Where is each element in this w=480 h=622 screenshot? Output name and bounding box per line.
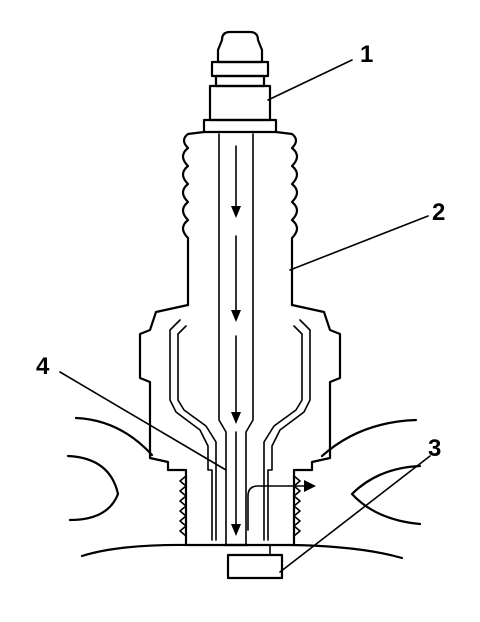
- head-left-lower-contour: [80, 543, 192, 558]
- metal-shell: [138, 303, 342, 547]
- leader-1: [267, 59, 353, 101]
- head-right-lower-contour: [288, 543, 404, 560]
- electrode-left-wall: [218, 133, 227, 546]
- head-left-port: [66, 454, 120, 522]
- thread-left: [179, 475, 187, 537]
- heat-transfer-arrow: [247, 480, 316, 531]
- callout-3: 3: [428, 435, 441, 462]
- arrow-down-icon: [231, 412, 241, 424]
- thread-right: [293, 475, 301, 537]
- callout-4: 4: [36, 353, 50, 380]
- center-electrode: [218, 133, 254, 547]
- terminal-base: [208, 84, 272, 122]
- arrow-down-icon: [231, 524, 241, 536]
- arrow-down-icon: [231, 310, 241, 322]
- callout-2: 2: [432, 199, 445, 226]
- arrow-down-icon: [231, 206, 241, 218]
- electrode-right-wall: [245, 133, 254, 546]
- callout-1: 1: [360, 41, 373, 68]
- shell-left-outline: [138, 303, 190, 547]
- shell-right-outline: [290, 303, 342, 547]
- terminal-ring-2: [214, 74, 266, 88]
- shell-right-inner-2: [263, 325, 303, 541]
- insulator-right-ribs: [274, 130, 299, 307]
- terminal-collar: [202, 118, 278, 134]
- shell-left-inner: [169, 319, 213, 541]
- ground-electrode: [226, 544, 284, 580]
- terminal-cap: [216, 30, 264, 64]
- terminal-ring-1: [210, 60, 270, 78]
- heat-path: [247, 485, 307, 531]
- shell-left-inner-2: [177, 325, 217, 541]
- cylinder-head: [66, 416, 422, 560]
- head-left-upper-contour: [74, 416, 154, 457]
- arrow-right-icon: [304, 480, 316, 492]
- leader-3: [279, 455, 431, 573]
- leader-lines: [59, 59, 431, 573]
- leader-2: [289, 215, 429, 271]
- terminal-nut: [202, 30, 278, 134]
- ground-electrode-body: [226, 553, 284, 580]
- head-right-upper-contour: [320, 418, 418, 458]
- shell-right-inner: [267, 319, 311, 541]
- head-right-port: [350, 464, 422, 526]
- leader-4: [59, 371, 227, 471]
- callout-labels: 1 2 3 4: [36, 41, 445, 462]
- insulator-left-ribs: [181, 130, 206, 307]
- insulator: [181, 130, 299, 307]
